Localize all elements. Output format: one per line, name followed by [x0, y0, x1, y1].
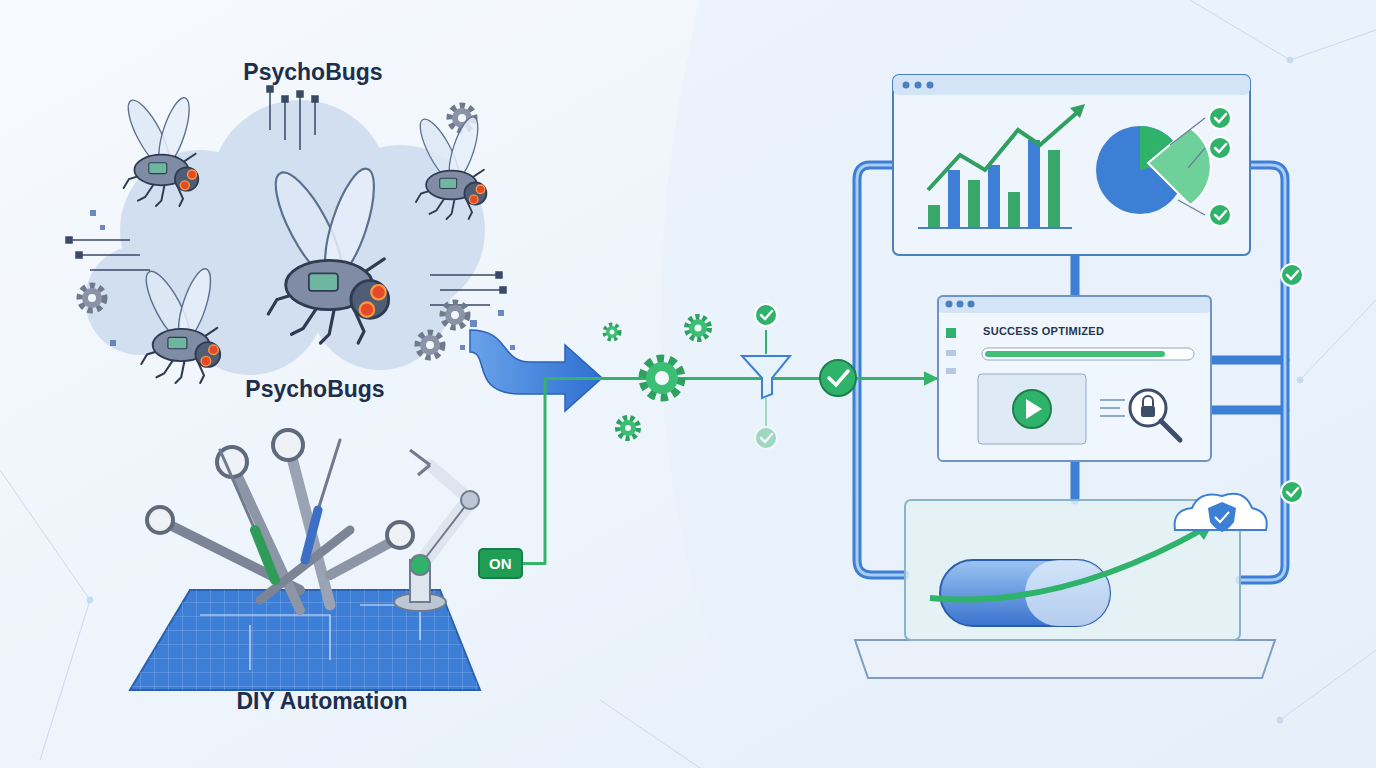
section-title: DIY Automation	[236, 688, 407, 715]
window-panel: SUCCESS OPTIMIZED	[937, 295, 1212, 462]
switch-tag: ON	[478, 548, 523, 579]
group-title: PsychoBugs	[243, 59, 382, 86]
node-text: ON	[489, 555, 512, 572]
flow-connector	[523, 379, 938, 564]
node-text: SUCCESS OPTIMIZED	[983, 325, 1200, 337]
group-title: PsychoBugs	[245, 376, 384, 403]
